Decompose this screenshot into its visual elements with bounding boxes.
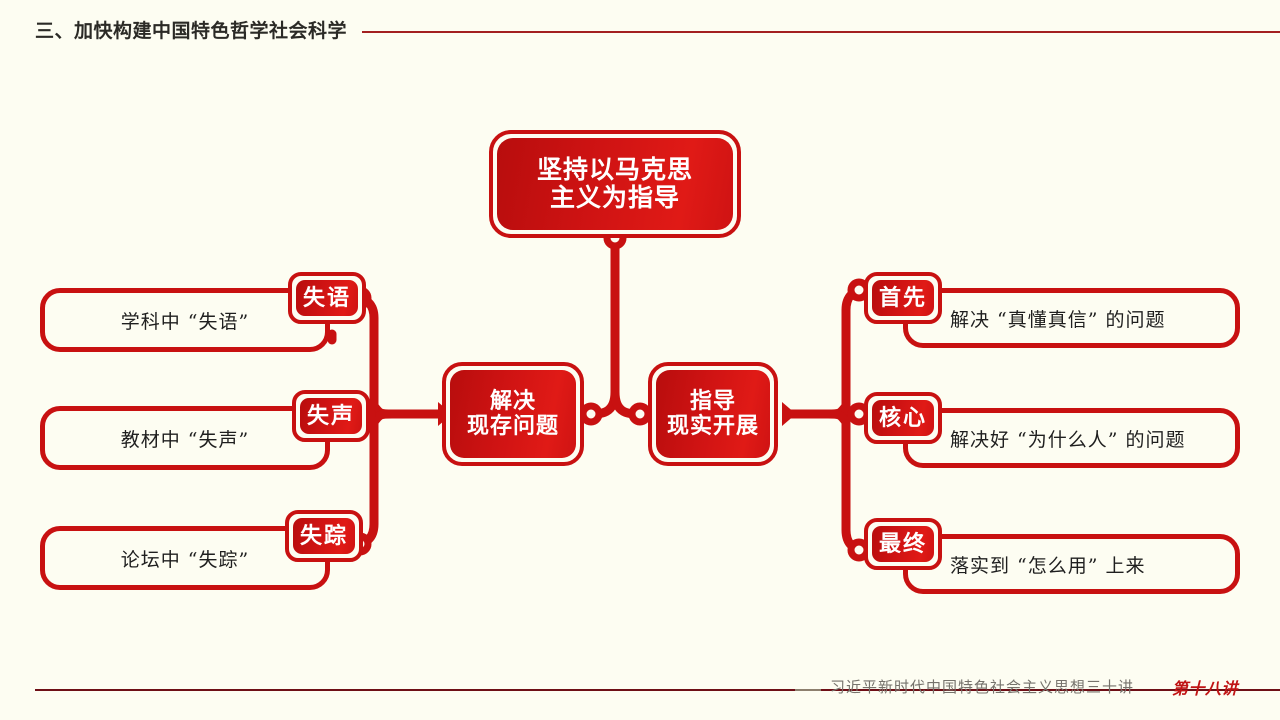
badge-left-3[interactable]: 失踪 <box>285 510 363 562</box>
badge-left-3-label: 失踪 <box>293 518 355 554</box>
node-top-line1: 坚持以马克思 <box>536 156 693 184</box>
caption-right-2[interactable]: 解决好 “为什么人” 的问题 <box>903 408 1240 468</box>
node-solve-line2: 现存问题 <box>466 413 559 438</box>
caption-right-1[interactable]: 解决 “真懂真信” 的问题 <box>903 288 1240 348</box>
badge-left-2-label: 失声 <box>300 398 362 434</box>
badge-right-1[interactable]: 首先 <box>864 272 942 324</box>
caption-left-2[interactable]: 教材中 “失声” <box>40 406 330 470</box>
caption-right-3-text: 落实到 “怎么用” 上来 <box>950 554 1146 577</box>
badge-left-1[interactable]: 失语 <box>288 272 366 324</box>
badge-right-1-label: 首先 <box>872 280 934 316</box>
page-title: 三、加快构建中国特色哲学社会科学 <box>35 21 348 42</box>
node-solve[interactable]: 解决 现存问题 <box>442 362 584 466</box>
caption-right-1-text: 解决 “真懂真信” 的问题 <box>950 308 1166 331</box>
footer-dash <box>795 689 821 691</box>
badge-right-3[interactable]: 最终 <box>864 518 942 570</box>
footer-rule <box>35 689 1280 691</box>
node-guide-line1: 指导 <box>689 388 736 414</box>
caption-left-1[interactable]: 学科中 “失语” <box>40 288 330 352</box>
badge-right-2[interactable]: 核心 <box>864 392 942 444</box>
node-solve-label: 解决 现存问题 <box>450 370 576 458</box>
badge-left-1-label: 失语 <box>296 280 358 316</box>
badge-right-3-label: 最终 <box>872 526 934 562</box>
badge-right-2-label: 核心 <box>872 400 934 436</box>
footer-lecture-number: 第十八讲 <box>1172 679 1239 698</box>
caption-left-3[interactable]: 论坛中 “失踪” <box>40 526 330 590</box>
connector-dot-solve <box>579 402 603 426</box>
node-top[interactable]: 坚持以马克思 主义为指导 <box>489 130 741 238</box>
caption-right-3[interactable]: 落实到 “怎么用” 上来 <box>903 534 1240 594</box>
node-guide-label: 指导 现实开展 <box>656 370 770 458</box>
caption-left-3-text: 论坛中 “失踪” <box>120 548 250 571</box>
node-guide-line2: 现实开展 <box>666 413 759 438</box>
node-solve-line1: 解决 <box>489 388 536 414</box>
connector-dot-guide <box>628 402 652 426</box>
node-top-label: 坚持以马克思 主义为指导 <box>497 138 733 230</box>
footer-series-title: 习近平新时代中国特色社会主义思想三十讲 <box>830 678 1135 696</box>
caption-left-1-text: 学科中 “失语” <box>120 310 250 333</box>
caption-left-2-text: 教材中 “失声” <box>120 428 250 451</box>
header-rule <box>362 31 1280 33</box>
badge-left-2[interactable]: 失声 <box>292 390 370 442</box>
node-top-line2: 主义为指导 <box>549 184 680 212</box>
caption-right-2-text: 解决好 “为什么人” 的问题 <box>950 428 1186 451</box>
node-guide[interactable]: 指导 现实开展 <box>648 362 778 466</box>
